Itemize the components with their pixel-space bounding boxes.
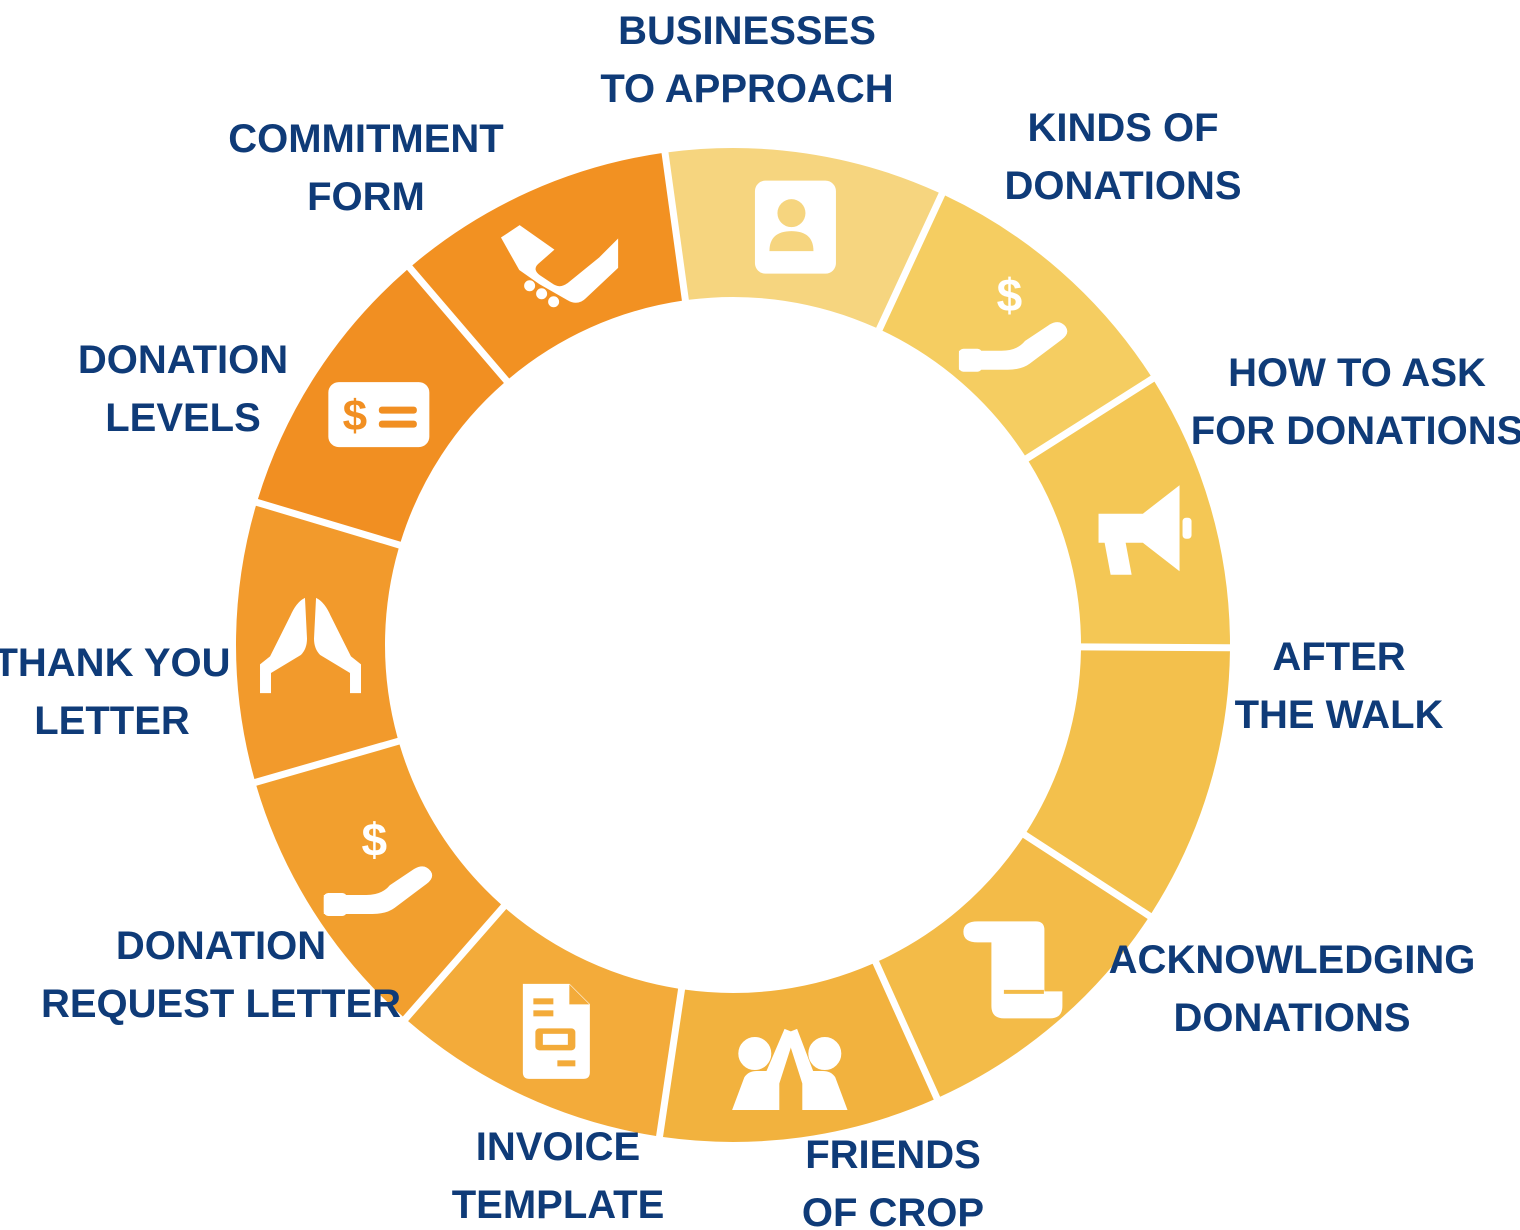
label-after-walk[interactable]: AFTER THE WALK — [1235, 635, 1444, 737]
label-line: FORM — [307, 175, 425, 219]
svg-text:$: $ — [997, 269, 1023, 321]
label-line: LEVELS — [105, 396, 261, 440]
label-commitment[interactable]: COMMITMENT FORM — [228, 117, 504, 219]
label-line: DONATION — [78, 338, 288, 382]
document-icon — [522, 983, 590, 1079]
scroll-icon — [963, 921, 1063, 1019]
label-how-to-ask[interactable]: HOW TO ASK FOR DONATIONS — [1191, 351, 1520, 453]
labels: BUSINESSES TO APPROACH KINDS OF DONATIONS HO… — [0, 9, 1520, 1230]
label-line: ACKNOWLEDGING — [1109, 938, 1476, 982]
label-line: DONATION — [116, 924, 326, 968]
icons: $ $ $ — [260, 180, 1192, 1111]
label-line: FRIENDS — [805, 1133, 981, 1177]
segment-after-walk[interactable] — [1026, 650, 1230, 914]
label-line: THANK YOU — [0, 641, 231, 685]
dollar-card-icon: $ — [328, 382, 430, 448]
segment-request-letter[interactable] — [256, 744, 502, 1017]
segment-commitment[interactable] — [412, 153, 682, 379]
handshake-icon — [500, 225, 619, 308]
label-line: AFTER — [1272, 635, 1405, 679]
label-request-letter[interactable]: DONATION REQUEST LETTER — [41, 924, 401, 1026]
high-five-icon — [732, 1028, 848, 1111]
hand-dollar-icon: $ — [958, 269, 1068, 372]
contact-book-icon — [754, 180, 836, 274]
label-line: INVOICE — [476, 1125, 640, 1169]
label-levels[interactable]: DONATION LEVELS — [78, 338, 288, 440]
hand-dollar-icon: $ — [323, 813, 433, 916]
label-line: FOR DONATIONS — [1191, 409, 1520, 453]
label-line: DONATIONS — [1173, 996, 1410, 1040]
label-line: THE WALK — [1235, 693, 1444, 737]
label-line: LETTER — [34, 699, 190, 743]
label-line: BUSINESSES — [618, 9, 876, 53]
svg-text:$: $ — [362, 813, 388, 865]
label-line: TEMPLATE — [452, 1183, 665, 1227]
label-friends[interactable]: FRIENDS OF CROP — [802, 1133, 984, 1230]
label-line: OF CROP — [802, 1191, 984, 1230]
label-line: KINDS OF — [1027, 106, 1218, 150]
label-line: COMMITMENT — [228, 117, 504, 161]
svg-text:$: $ — [343, 392, 367, 441]
label-kinds[interactable]: KINDS OF DONATIONS — [1004, 106, 1241, 208]
label-line: HOW TO ASK — [1228, 351, 1486, 395]
label-line: TO APPROACH — [600, 67, 893, 111]
megaphone-icon — [1098, 485, 1192, 575]
label-line: DONATIONS — [1004, 164, 1241, 208]
label-line: REQUEST LETTER — [41, 982, 401, 1026]
label-invoice[interactable]: INVOICE TEMPLATE — [452, 1125, 665, 1227]
segment-kinds[interactable] — [882, 195, 1151, 456]
label-thank-you[interactable]: THANK YOU LETTER — [0, 641, 231, 743]
label-acknowledging[interactable]: ACKNOWLEDGING DONATIONS — [1109, 938, 1476, 1040]
label-businesses[interactable]: BUSINESSES TO APPROACH — [600, 9, 893, 111]
segment-how-to-ask[interactable] — [1028, 381, 1230, 645]
praying-hands-icon — [260, 597, 362, 694]
